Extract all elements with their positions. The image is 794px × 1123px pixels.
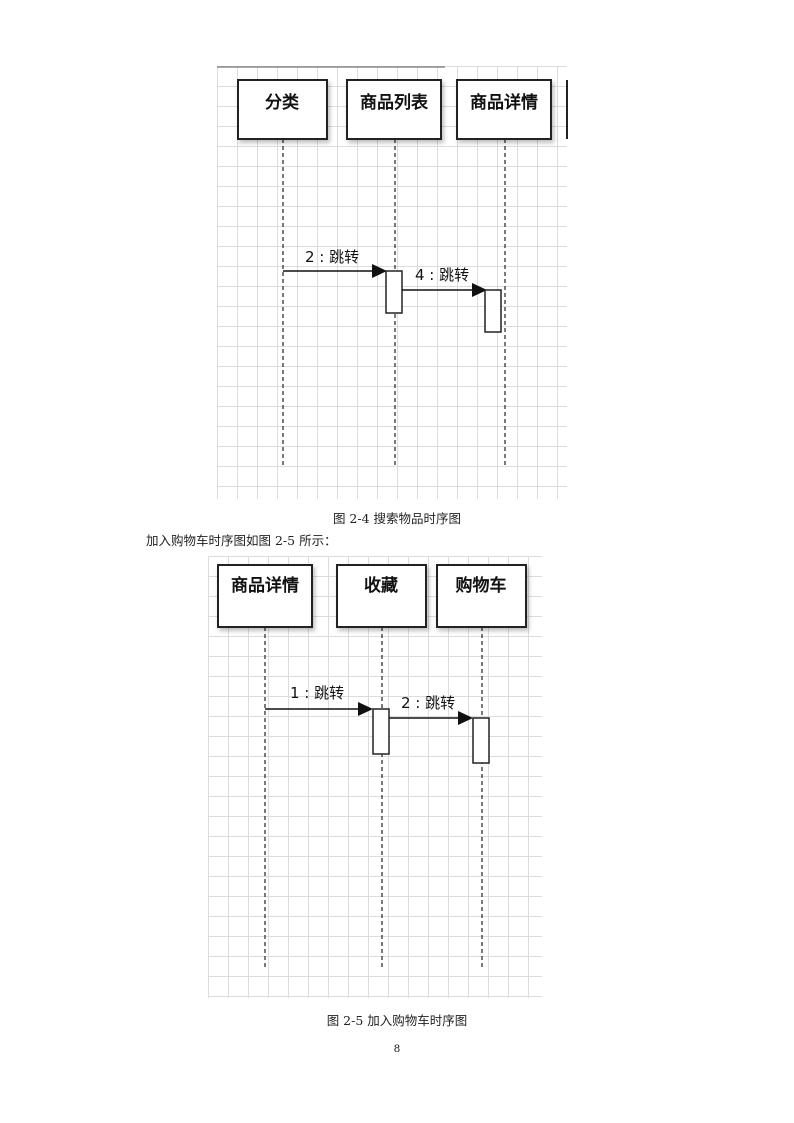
activation-bar [484,289,502,333]
object-label-product-detail: 商品详情 [470,92,538,113]
activation-bar [372,708,390,755]
sequence-diagram-add-to-cart: 商品详情 收藏 购物车 1 : 跳转 2 : 跳转 [208,556,542,998]
object-label-product-list: 商品列表 [360,92,429,113]
object-box-favorites [336,564,427,628]
object-label-category: 分类 [265,92,300,113]
activation-bar [472,717,490,764]
figure-caption: 图 2-5 加入购物车时序图 [326,1013,468,1028]
message-label: 4 : 跳转 [415,266,469,284]
arrowhead [372,264,387,278]
object-box-product-detail [456,79,552,140]
message-label: 2 : 跳转 [401,694,455,712]
diagram-canvas: 分类 商品列表 商品详情 2 : 跳转 4 : 跳转 [217,66,568,466]
object-box-category [237,79,328,140]
arrowhead [458,711,473,725]
object-label-product-detail: 商品详情 [231,575,299,596]
object-box-product-list [346,79,442,140]
page-number: 8 [393,1043,401,1055]
sequence-diagram-search: 分类 商品列表 商品详情 2 : 跳转 4 : 跳转 [217,66,568,499]
arrowhead [358,702,373,716]
object-box-product-detail [217,564,313,628]
arrowhead [472,283,487,297]
figure-caption: 图 2-4 搜索物品时序图 [332,511,462,526]
message-label: 2 : 跳转 [305,248,359,266]
body-paragraph: 加入购物车时序图如图 2-5 所示： [146,533,337,548]
object-label-cart: 购物车 [456,575,507,596]
message-label: 1 : 跳转 [290,684,344,702]
activation-bar [385,270,403,314]
diagram-canvas: 商品详情 收藏 购物车 1 : 跳转 2 : 跳转 [217,564,527,970]
object-label-favorites: 收藏 [364,575,398,596]
object-box-cart [436,564,527,628]
